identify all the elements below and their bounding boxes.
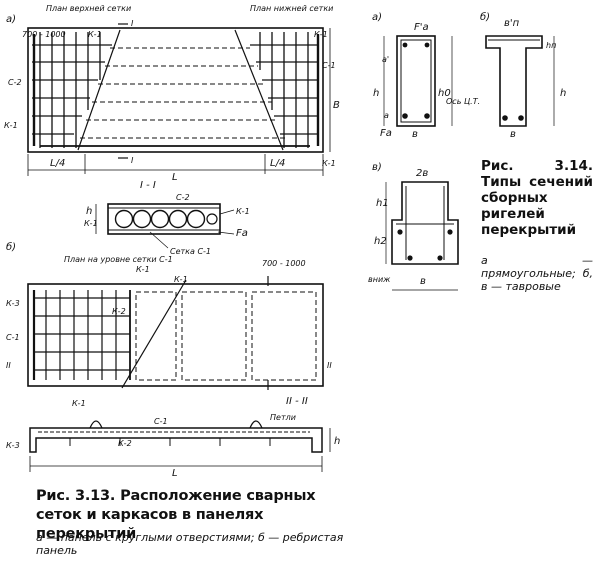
beam-b-h: h (560, 88, 566, 99)
cut-i-bottom: I (131, 156, 134, 165)
panel-b-plan-label: План на уровне сетки С-1 (64, 255, 173, 264)
cut-ii-left: II (6, 361, 11, 370)
beam-a-a: a (384, 111, 389, 120)
k1-label-a-right: К-1 (322, 159, 336, 168)
beam-b-letter: б) (480, 11, 490, 23)
k1-label-b-top2: К-1 (174, 275, 188, 284)
petli-label: Петли (270, 413, 296, 422)
void-1 (114, 209, 134, 229)
beam-a: а) F'а a' h h0 a Fа в Ось Ц.Т. (372, 12, 480, 140)
beam-a-h: h (373, 88, 379, 99)
void-4 (168, 209, 188, 229)
fig-3-14-caption: Рис. 3.14. Типы сечений сборных ригелей … (481, 158, 593, 238)
section-1-1: I - I С-2 h К-1 К-1 Fа Сетка С-1 (84, 180, 250, 256)
fig-3-13-caption: Рис. 3.13. Расположение сварных сеток и … (36, 488, 316, 542)
plan-bottom-label: План нижней сетки (250, 4, 333, 13)
panel-b-mesh-grid (32, 290, 131, 380)
dim-700-1000-b: 700 - 1000 (262, 259, 306, 268)
k3-label-b: К-3 (6, 299, 20, 308)
dim-700-1000-a: 700 - 1000 (22, 30, 66, 39)
middle-dashed-frames (80, 47, 285, 139)
beam-c-h2: h2 (374, 236, 387, 247)
c1-label-a: С-1 (322, 61, 336, 70)
panel-a-plan: а) (4, 4, 340, 183)
section-setka-label: Сетка С-1 (170, 247, 211, 256)
beam-b-outline (485, 35, 543, 127)
panel-b-letter: б) (6, 241, 16, 253)
beam-a-fa: Fа (380, 128, 392, 139)
dim-l-b: L (172, 468, 178, 479)
beam-c-b: в (420, 276, 426, 287)
fig-3-14-note: а — прямоугольные; б, в — тавровые (481, 254, 593, 293)
k1-label-b-top: К-1 (136, 265, 150, 274)
beam-a-outline (396, 35, 436, 127)
panel-b-plan: б) План на уровне сетки С-1 700 - 1000 К… (6, 241, 332, 422)
cut-line-left (77, 29, 121, 151)
bottom-mesh-grid (250, 32, 320, 148)
beam-c-outline (391, 181, 459, 265)
beam-b-hf: hп (546, 41, 556, 50)
section-2-2-title: II - II (286, 396, 308, 407)
cut-line-right (234, 29, 284, 151)
fig-3-13-note: а — панель с круглыми отверстиями; б — р… (36, 531, 344, 557)
beam-b-b: в (510, 129, 516, 140)
plan-top-label: План верхней сетки (46, 4, 131, 13)
void-2 (132, 209, 152, 229)
section-fa-label: Fа (236, 228, 248, 239)
dim-l-a: L (172, 172, 178, 183)
beam-a-axis: Ось Ц.Т. (446, 97, 480, 106)
beam-a-letter: а) (372, 12, 382, 23)
k1-label-a-top: К-1 (88, 30, 102, 39)
void-5 (186, 209, 206, 229)
cut-i-top: I (131, 19, 134, 28)
beam-a-fa-top: F'а (414, 22, 429, 33)
beam-c: в) 2в h1 h2 в вниж (368, 162, 459, 291)
section-1-1-title: I - I (140, 180, 156, 191)
dim-l4-left: L/4 (50, 158, 65, 169)
void-3 (150, 209, 170, 229)
beam-c-2b: 2в (416, 168, 428, 179)
c1-label-section-b: С-1 (154, 417, 168, 426)
section-2-2-profile: С-1 К-2 К-3 h L (6, 417, 340, 479)
ribbed-slab-profile (29, 427, 323, 453)
cut-ii-right: II (327, 361, 332, 370)
dim-b-label: В (333, 100, 340, 111)
beam-c-bnn: вниж (368, 275, 391, 284)
panel-b-dashed-cells (135, 291, 317, 381)
top-mesh-grid (32, 32, 112, 148)
k1-label-a-right-top: К-1 (314, 30, 328, 39)
k3-label-section-b: К-3 (6, 441, 20, 450)
k1-label-a-left: К-1 (4, 121, 18, 130)
section-c2-label: С-2 (176, 193, 190, 202)
panel-b-cut-line (121, 279, 187, 389)
beam-c-letter: в) (372, 162, 382, 173)
lifting-loop-2 (249, 420, 263, 429)
beam-b: б) в'п hп h в (480, 11, 566, 140)
panel-b-outline (27, 283, 324, 387)
k2-label-section-b: К-2 (118, 439, 132, 448)
void-6 (206, 213, 218, 225)
beam-a-h0: h0 (438, 88, 451, 99)
panel-a-outline (27, 27, 324, 153)
beam-a-b: в (412, 129, 418, 140)
beam-a-a-top: a' (382, 55, 389, 64)
c2-label-a: С-2 (8, 78, 22, 87)
beam-c-h1: h1 (376, 198, 389, 209)
section-k1-right: К-1 (236, 207, 250, 216)
rib-stubs (69, 438, 271, 446)
section-outline (107, 203, 221, 235)
section-b-h-label: h (334, 436, 340, 447)
k1-label-b-bottom: К-1 (72, 399, 86, 408)
section-k1-left: К-1 (84, 219, 98, 228)
section-h-label: h (86, 206, 92, 217)
dim-l4-right: L/4 (270, 158, 285, 169)
k2-label-b: К-2 (112, 307, 126, 316)
c1-label-b: С-1 (6, 333, 20, 342)
lifting-loop-1 (89, 420, 103, 429)
beam-b-bf: в'п (504, 18, 520, 29)
panel-a-letter: а) (6, 14, 16, 25)
